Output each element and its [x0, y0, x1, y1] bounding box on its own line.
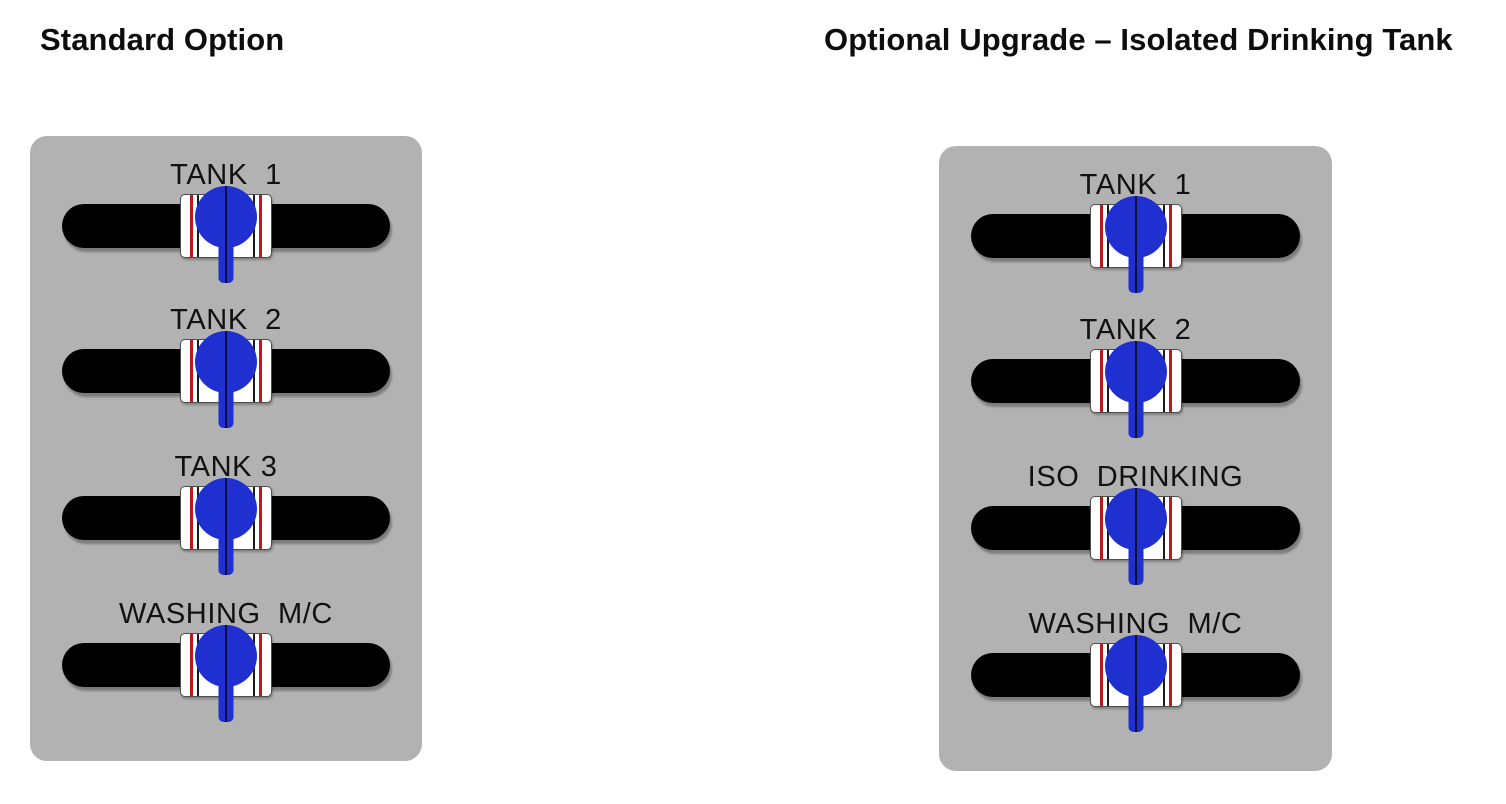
stripe-red-right [259, 195, 262, 257]
page-title-optional-upgrade: Optional Upgrade – Isolated Drinking Tan… [824, 22, 1453, 57]
valve-label: TANK 2 [170, 304, 282, 336]
valve-row[interactable]: TANK 2 [30, 303, 422, 451]
stripe-red-left [190, 195, 193, 257]
stripe-red-left [1099, 644, 1103, 706]
handle-centerline-icon [225, 186, 227, 283]
handle-centerline-icon [225, 331, 227, 428]
valve-label: WASHING M/C [1028, 608, 1243, 640]
stripe-red-left [190, 634, 193, 696]
handle-centerline-icon [1134, 196, 1137, 293]
handle-centerline-icon [1134, 488, 1137, 585]
valve-label: TANK 1 [170, 159, 282, 191]
stripe-red-left [1099, 350, 1103, 412]
stripe-red-right [1168, 644, 1172, 706]
valve-row[interactable]: TANK 3 [30, 450, 422, 598]
valve-row[interactable]: ISO DRINKING [939, 460, 1332, 608]
stripe-red-right [1168, 205, 1172, 267]
valve-label: WASHING M/C [119, 598, 333, 630]
handle-centerline-icon [1134, 341, 1137, 438]
valve-row[interactable]: TANK 1 [939, 168, 1332, 316]
valve-panel-standard: TANK 1 TANK 2 TANK 3 [30, 136, 422, 761]
valve-row[interactable]: WASHING M/C [30, 597, 422, 745]
valve-label: TANK 3 [174, 451, 278, 483]
valve-label: ISO DRINKING [1027, 461, 1244, 493]
page-title-standard-option: Standard Option [40, 22, 285, 57]
valve-row[interactable]: TANK 2 [939, 313, 1332, 461]
stripe-red-right [1168, 497, 1172, 559]
valve-panel-optional-upgrade: TANK 1 TANK 2 ISO DRINKING [939, 146, 1332, 771]
stripe-red-left [1099, 497, 1103, 559]
stripe-red-right [1168, 350, 1172, 412]
stripe-red-right [259, 634, 262, 696]
valve-row[interactable]: TANK 1 [30, 158, 422, 306]
stripe-red-right [259, 487, 262, 549]
stripe-red-left [1099, 205, 1103, 267]
stripe-red-right [259, 340, 262, 402]
valve-row[interactable]: WASHING M/C [939, 607, 1332, 755]
handle-centerline-icon [1134, 635, 1137, 732]
valve-label: TANK 2 [1079, 314, 1192, 346]
handle-centerline-icon [225, 625, 227, 722]
valve-label: TANK 1 [1079, 169, 1192, 201]
stripe-red-left [190, 487, 193, 549]
stripe-red-left [190, 340, 193, 402]
handle-centerline-icon [225, 478, 227, 575]
